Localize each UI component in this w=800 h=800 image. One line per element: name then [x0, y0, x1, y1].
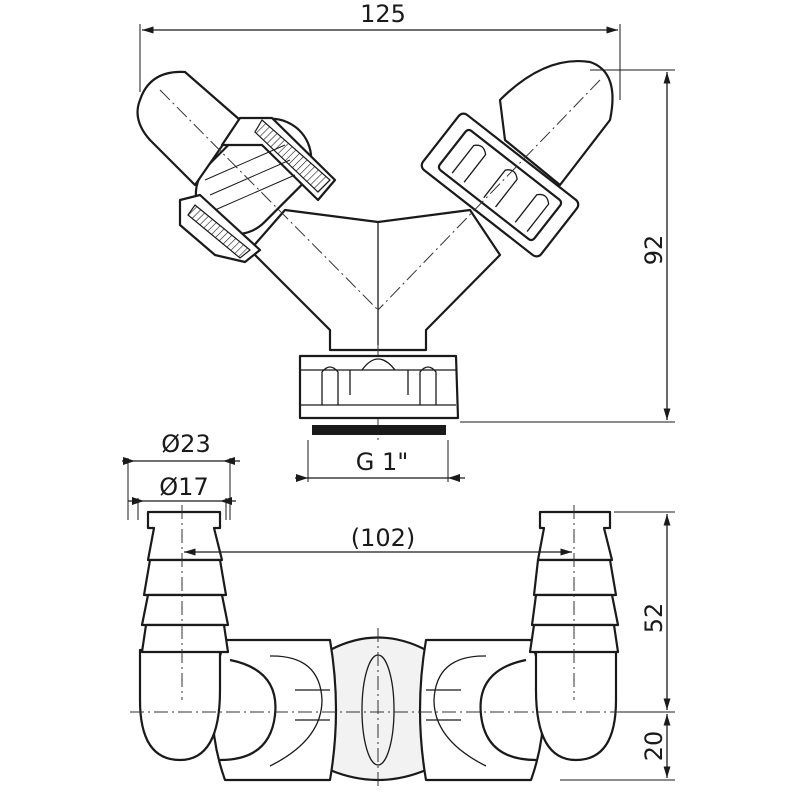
dim-92: 92: [460, 69, 675, 423]
hose-fitting-bottom-view: [130, 505, 640, 790]
dim-diameter-17: Ø17: [128, 473, 236, 520]
right-hose-tail: [479, 510, 620, 762]
dim-125: 125: [139, 0, 621, 100]
dim-label-thread: G 1": [356, 448, 409, 476]
seal-ring: [312, 425, 446, 435]
y-body: [248, 208, 502, 352]
bottom-nut: [298, 354, 460, 435]
dim-52: 52: [614, 511, 675, 713]
dim-102: (102): [184, 524, 572, 556]
dim-diameter-23: Ø23: [122, 430, 240, 520]
dim-label-d23: Ø23: [161, 430, 210, 458]
dim-20: 20: [560, 714, 675, 781]
right-nut: [420, 112, 580, 258]
left-nut-section: [178, 116, 337, 264]
y-fitting-top-view: [136, 60, 614, 440]
dim-label-92: 92: [640, 235, 668, 266]
dim-label-d17: Ø17: [159, 473, 208, 501]
dim-label-20: 20: [640, 731, 668, 762]
dim-label-102: (102): [351, 524, 416, 552]
dim-g1: G 1": [295, 440, 465, 482]
dim-label-52: 52: [640, 603, 668, 634]
left-hose-tail: [138, 510, 277, 762]
left-cap: [136, 70, 242, 187]
dim-label-125: 125: [360, 0, 406, 28]
